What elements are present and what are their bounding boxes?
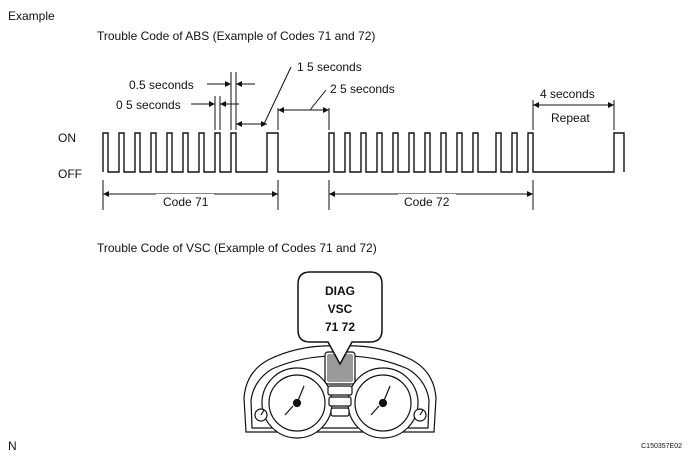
callout-code-text: 71 72	[325, 320, 355, 334]
figure-id: C150357E02	[641, 443, 682, 450]
half-second-lower-label: 0 5 seconds	[116, 98, 181, 112]
repeat-label: Repeat	[551, 111, 590, 125]
n-label: N	[8, 439, 17, 453]
code-span-arrowheads	[103, 191, 533, 197]
code-71-label: Code 71	[163, 195, 209, 209]
code-71-mask	[156, 194, 214, 208]
abs-pulse-waveform	[102, 132, 625, 173]
one-five-second-label: 1 5 seconds	[297, 60, 362, 74]
code-72-mask	[398, 194, 456, 208]
four-second-label: 4 seconds	[540, 87, 595, 101]
abs-title: Trouble Code of ABS (Example of Codes 71…	[97, 29, 375, 43]
display-shaded	[327, 354, 353, 382]
vsc-title: Trouble Code of VSC (Example of Codes 71…	[97, 241, 377, 255]
off-label: OFF	[58, 167, 82, 181]
timing-arrowheads	[209, 81, 614, 127]
on-label: ON	[58, 131, 76, 145]
example-label: Example	[8, 9, 55, 23]
half-second-upper-label: 0.5 seconds	[129, 78, 194, 92]
two-five-second-label: 2 5 seconds	[330, 82, 395, 96]
timing-dimensions	[191, 66, 615, 130]
code-72-label: Code 72	[404, 195, 450, 209]
callout-vsc-text: VSC	[328, 302, 353, 316]
instrument-cluster	[243, 345, 437, 439]
callout-diag-text: DIAG	[325, 284, 355, 298]
diag-callout-bubble	[297, 271, 383, 366]
